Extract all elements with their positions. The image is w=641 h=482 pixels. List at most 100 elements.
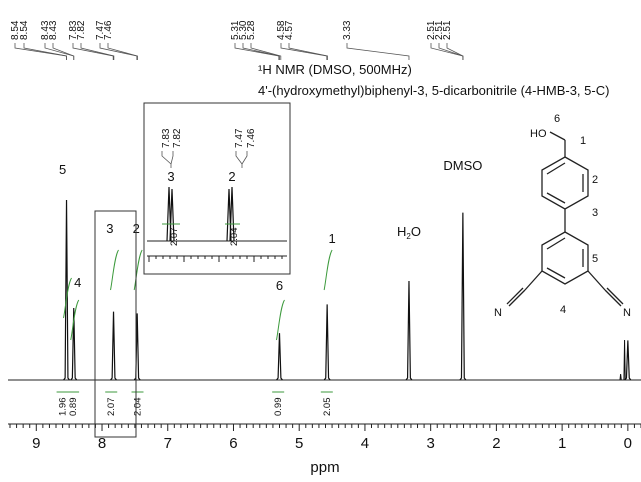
peak-leader-line: [107, 43, 138, 60]
peak-assignment-label: H2O: [397, 224, 421, 241]
integral-curve: [70, 299, 80, 341]
peak-label: 8.43: [40, 20, 51, 40]
inset-peak-label: 7.46: [246, 128, 257, 148]
spectrum-peak: [70, 307, 78, 381]
ring-double-bond: [546, 237, 566, 250]
nitrile-triple-left: [506, 287, 524, 305]
peak-label: 3.33: [342, 20, 353, 40]
peak-label: 5.31: [230, 20, 241, 40]
peak-leader-line: [242, 43, 280, 60]
structure-label: N: [623, 307, 631, 319]
spectrum-group: [8, 199, 641, 381]
peak-leader-line: [234, 43, 280, 60]
peak-label: 4.58: [276, 20, 287, 40]
peak-leader-line: [438, 43, 464, 60]
inset-peak-label: 7.47: [234, 128, 245, 148]
x-tick-label: 2: [492, 435, 500, 452]
peak-leader-line: [346, 43, 410, 60]
peak-label: 7.47: [95, 20, 106, 40]
nitrile-bond-right: [587, 270, 606, 291]
x-tick-label: 5: [295, 435, 303, 452]
structure-label: 4: [560, 304, 566, 316]
peak-label-group: 8.548.54 8.438.43 7.837.82 7.477.46 5.315.30…: [10, 20, 464, 60]
inset-peak-label: 7.83: [161, 128, 172, 148]
spectrum-peak: [323, 304, 331, 381]
spectrum-peak: [276, 333, 283, 381]
peak-leader-line: [280, 43, 328, 60]
chart-subtitle: 4'-(hydroxymethyl)biphenyl-3, 5-dicarbon…: [258, 83, 609, 98]
spectrum-peak: [459, 212, 467, 381]
nitrile-triple-right: [606, 287, 624, 305]
peak-label: 7.82: [76, 20, 87, 40]
nitrile-bond-left: [524, 270, 543, 291]
inset-integral-value: 2.07: [169, 228, 180, 247]
inset-leader-line: [235, 151, 248, 168]
top-benzene-ring: [541, 156, 589, 210]
peak-leader-line: [250, 43, 282, 60]
x-tick-label: 4: [361, 435, 369, 452]
peak-leader-line: [23, 43, 67, 60]
integral-value: 2.04: [133, 398, 144, 417]
peak-assignment-label: 5: [59, 162, 66, 177]
inset-peak: [229, 186, 235, 242]
spectrum-peak: [624, 340, 632, 381]
spectrum-peak: [110, 311, 117, 381]
peak-leader-line: [99, 43, 138, 60]
chart-title: ¹H NMR (DMSO, 500MHz): [258, 62, 412, 77]
x-tick-label: 0: [624, 435, 632, 452]
integral-curve: [63, 277, 72, 319]
peak-assignment-label: DMSO: [443, 158, 482, 173]
peak-assignment-label: 6: [276, 278, 283, 293]
peak-leader-line: [44, 43, 75, 60]
peak-label: 2.51: [434, 20, 445, 40]
peak-leader-line: [288, 43, 328, 60]
peak-label: 5.28: [246, 20, 257, 40]
spectrum-peak: [405, 280, 413, 381]
structure-label: 6: [554, 113, 560, 125]
inset-assignment-label: 3: [167, 169, 174, 184]
ring-double-bond: [546, 267, 566, 279]
integral-curve: [323, 249, 333, 291]
spectrum-peak: [133, 313, 141, 381]
x-tick-label: 9: [32, 435, 40, 452]
peak-label: 2.51: [442, 20, 453, 40]
peak-label: 5.30: [238, 20, 249, 40]
structure-label: 3: [592, 207, 598, 219]
integral-value: 1.96: [58, 398, 69, 417]
spectrum-peak: [623, 339, 626, 381]
peak-label: 8.54: [19, 20, 30, 40]
structure-label: 2: [592, 174, 598, 186]
x-tick-label: 7: [164, 435, 172, 452]
nitrile-triple-left: [508, 289, 526, 307]
peak-label: 7.46: [103, 20, 114, 40]
inset-leader-line: [161, 151, 174, 168]
inset-peak-label: 7.82: [172, 128, 183, 148]
inset-integral-value: 2.04: [229, 228, 240, 247]
peak-label: 2.51: [426, 20, 437, 40]
peak-label: 8.54: [10, 20, 21, 40]
spectrum-peak: [619, 373, 622, 381]
peak-label: 4.57: [284, 20, 295, 40]
peak-label: 7.83: [68, 20, 79, 40]
peak-leader-line: [80, 43, 115, 60]
peak-assignment-label: 3: [106, 221, 113, 236]
inset-assignment-label: 2: [228, 169, 235, 184]
peak-leader-line: [446, 43, 464, 60]
ring-double-bond: [546, 192, 566, 204]
bottom-benzene-ring: [541, 231, 589, 285]
integral-curve: [275, 299, 285, 341]
ring-double-bond: [546, 162, 566, 175]
structure-label: 1: [580, 135, 586, 147]
integral-value: 2.07: [106, 398, 117, 417]
integral-curve: [110, 249, 119, 291]
peak-label: 8.43: [48, 20, 59, 40]
peak-assignment-label: 4: [74, 275, 81, 290]
peak-leader-line: [72, 43, 114, 60]
structure-labels: 6 HO 1 2 3 5 4 N N: [494, 113, 631, 319]
integral-value: 0.99: [273, 398, 284, 417]
spectrum-peak: [63, 199, 70, 381]
